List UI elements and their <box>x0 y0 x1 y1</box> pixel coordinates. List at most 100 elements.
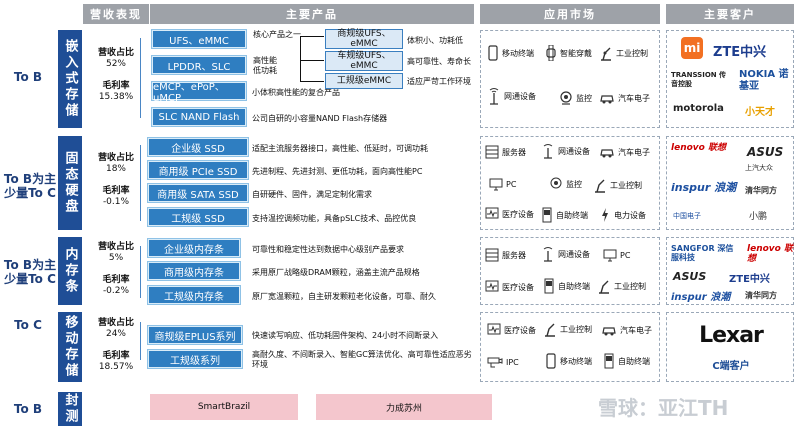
product-enterprise-dimm: 企业级内存条 <box>148 239 240 257</box>
market-auto: 汽车电子 <box>599 91 650 105</box>
customer-xiaotiancai: 小天才 <box>745 107 775 118</box>
desc-eplus: 快速读写响应、低功耗固件架构、24小时不间断录入 <box>252 331 439 340</box>
power-plug-icon <box>602 208 608 222</box>
desc-enterprise-dimm: 可靠性和稳定性达到数据中心级别产品要求 <box>252 245 404 254</box>
market-kiosk: 自助终端 <box>543 278 590 294</box>
car-icon <box>600 149 614 158</box>
markets-box-4: 医疗设备 工业控制 汽车电子 IPC 移动终端 自助终端 <box>480 312 660 382</box>
product-ufs-emmc: UFS、eMMC <box>152 30 246 48</box>
segment-2-name: 固态硬盘 <box>58 136 82 230</box>
monitor-icon <box>603 249 617 262</box>
product-lpddr-slc: LPDDR、SLC <box>152 56 246 74</box>
market-pc: PC <box>489 177 516 191</box>
segment-1-label: To B <box>13 70 43 84</box>
desc-industrial-ssd: 支持温控调频功能，具备pSLC技术、品控优良 <box>252 214 417 223</box>
customer-transsion: TRANSSION 传音控股 <box>671 71 727 88</box>
robot-arm-icon <box>601 47 611 61</box>
market-power: 电力设备 <box>599 207 646 223</box>
subproduct-commercial-ufs: 商规级UFS、eMMC <box>325 29 403 49</box>
packaging-name: 封测 <box>58 392 82 426</box>
desc-sata-ssd: 自研硬件、固件，满足定制化需求 <box>252 190 372 199</box>
phone-icon <box>546 353 556 369</box>
server-icon <box>485 248 499 262</box>
kiosk-icon <box>542 207 552 223</box>
market-wearable: 智能穿戴 <box>545 45 592 61</box>
customer-inspur: inspur 浪潮 <box>671 292 731 303</box>
watch-icon <box>546 45 556 61</box>
desc-auto-ufs: 高可靠性、寿命长 <box>407 57 471 66</box>
robot-arm-icon <box>599 280 609 294</box>
packaging-smartbrazil: SmartBrazil <box>150 394 298 420</box>
customer-saic-vw: 上汽大众 <box>745 164 773 172</box>
header-revenue: 营收表现 <box>83 4 149 24</box>
markets-box-3: 服务器 网通设备 PC 医疗设备 自助终端 工业控制 <box>480 237 660 305</box>
header-markets: 应用市场 <box>480 4 660 24</box>
customer-lenovo: lenovo 联想 <box>747 244 793 264</box>
desc-commercial-dimm: 采用原厂战略级DRAM颗粒，涵盖主流产品规格 <box>252 268 420 277</box>
market-server: 服务器 <box>485 145 526 159</box>
segment-3-name: 内存条 <box>58 237 82 305</box>
desc-commercial-ufs: 体积小、功耗低 <box>407 36 463 45</box>
product-enterprise-ssd: 企业级 SSD <box>148 138 248 156</box>
phone-icon <box>488 45 498 61</box>
antenna-icon <box>543 247 553 262</box>
customer-sangfor: SANGFOR 深信服科技 <box>671 244 734 262</box>
product-commercial-dimm: 商用级内存条 <box>148 262 240 280</box>
customer-asus: ASUS <box>673 270 707 283</box>
customers-box-1: mi ZTE中兴 TRANSSION 传音控股 NOKIA 诺基亚 motoro… <box>666 30 794 128</box>
desc-ufs-emmc: 核心产品之一 <box>253 30 301 39</box>
customer-tsinghua-tongfang: 清华同方 <box>745 291 777 300</box>
markets-box-2: 服务器 网通设备 汽车电子 PC 监控 工业控制 医疗设备 自助终端 电力设备 <box>480 136 660 230</box>
camera-icon <box>550 177 562 189</box>
kiosk-icon <box>604 353 614 369</box>
product-industrial-ssd: 工规级 SSD <box>148 208 248 226</box>
subproduct-auto-ufs: 车规级UFS、eMMC <box>325 51 403 71</box>
medical-monitor-icon <box>485 280 499 292</box>
medical-monitor-icon <box>485 207 499 219</box>
market-medical: 医疗设备 <box>485 280 534 294</box>
antenna-icon <box>489 88 499 105</box>
markets-box-1: 移动终端 智能穿戴 工业控制 网通设备 监控 汽车电子 <box>480 30 660 128</box>
customer-xiaomi-logo: mi <box>681 37 703 59</box>
customer-inspur: inspur 浪潮 <box>671 181 737 194</box>
product-industrial-mobile: 工规级系列 <box>148 350 242 368</box>
car-icon <box>602 327 616 336</box>
market-industrial: 工业控制 <box>597 278 646 294</box>
header-products: 主要产品 <box>150 4 474 24</box>
market-pc: PC <box>603 248 630 262</box>
customer-lenovo: lenovo 联想 <box>671 143 726 153</box>
segment-2-label: To B为主 少量To C <box>3 172 57 200</box>
desc-lpddr-slc: 高性能低功耗 <box>253 56 277 75</box>
customer-zte: ZTE中兴 <box>713 45 767 60</box>
customer-xpeng: 小鹏 <box>749 212 768 222</box>
watermark: 雪球：亚江TH <box>598 396 729 420</box>
desc-industrial-emmc: 适应严苛工作环境 <box>407 77 471 86</box>
desc-industrial-mobile: 高耐久度、不间断录入、智能GC算法优化、高可靠性适应恶劣环境 <box>252 350 472 369</box>
packaging-powertech-suzhou: 力成苏州 <box>316 394 492 420</box>
customer-lexar-logo: Lexar <box>699 323 764 348</box>
market-surveillance: 监控 <box>559 91 592 105</box>
market-mobile: 移动终端 <box>545 353 592 369</box>
customers-box-3: SANGFOR 深信服科技 lenovo 联想 ASUS ZTE中兴 inspu… <box>666 237 794 305</box>
product-emcp: eMCP、ePoP、uMCP <box>152 82 246 104</box>
cctv-icon <box>487 357 503 368</box>
desc-pcie-ssd: 先进制程、先进封测、更低功耗，面向高性能PC <box>252 167 423 176</box>
medical-monitor-icon <box>487 323 501 335</box>
antenna-icon <box>543 144 553 159</box>
camera-icon <box>560 91 572 105</box>
market-network: 网通设备 <box>541 246 590 262</box>
market-industrial: 工业控制 <box>593 177 642 193</box>
customer-nokia: NOKIA 诺基亚 <box>739 69 789 92</box>
segment-4-name: 移动存储 <box>58 312 82 382</box>
desc-emcp: 小体积高性能的复合产品 <box>252 88 340 97</box>
desc-industrial-dimm: 原厂宽温颗粒，自主研发颗粒老化设备，可靠、耐久 <box>252 292 436 301</box>
server-icon <box>485 145 499 159</box>
market-industrial: 工业控制 <box>543 321 592 337</box>
robot-arm-icon <box>545 323 555 337</box>
customer-tsinghua-tongfang: 清华同方 <box>745 186 777 195</box>
product-eplus: 商规级EPLUS系列 <box>148 326 242 344</box>
customer-cec: 中国电子 <box>673 212 701 220</box>
product-sata-ssd: 商用级 SATA SSD <box>148 184 248 202</box>
